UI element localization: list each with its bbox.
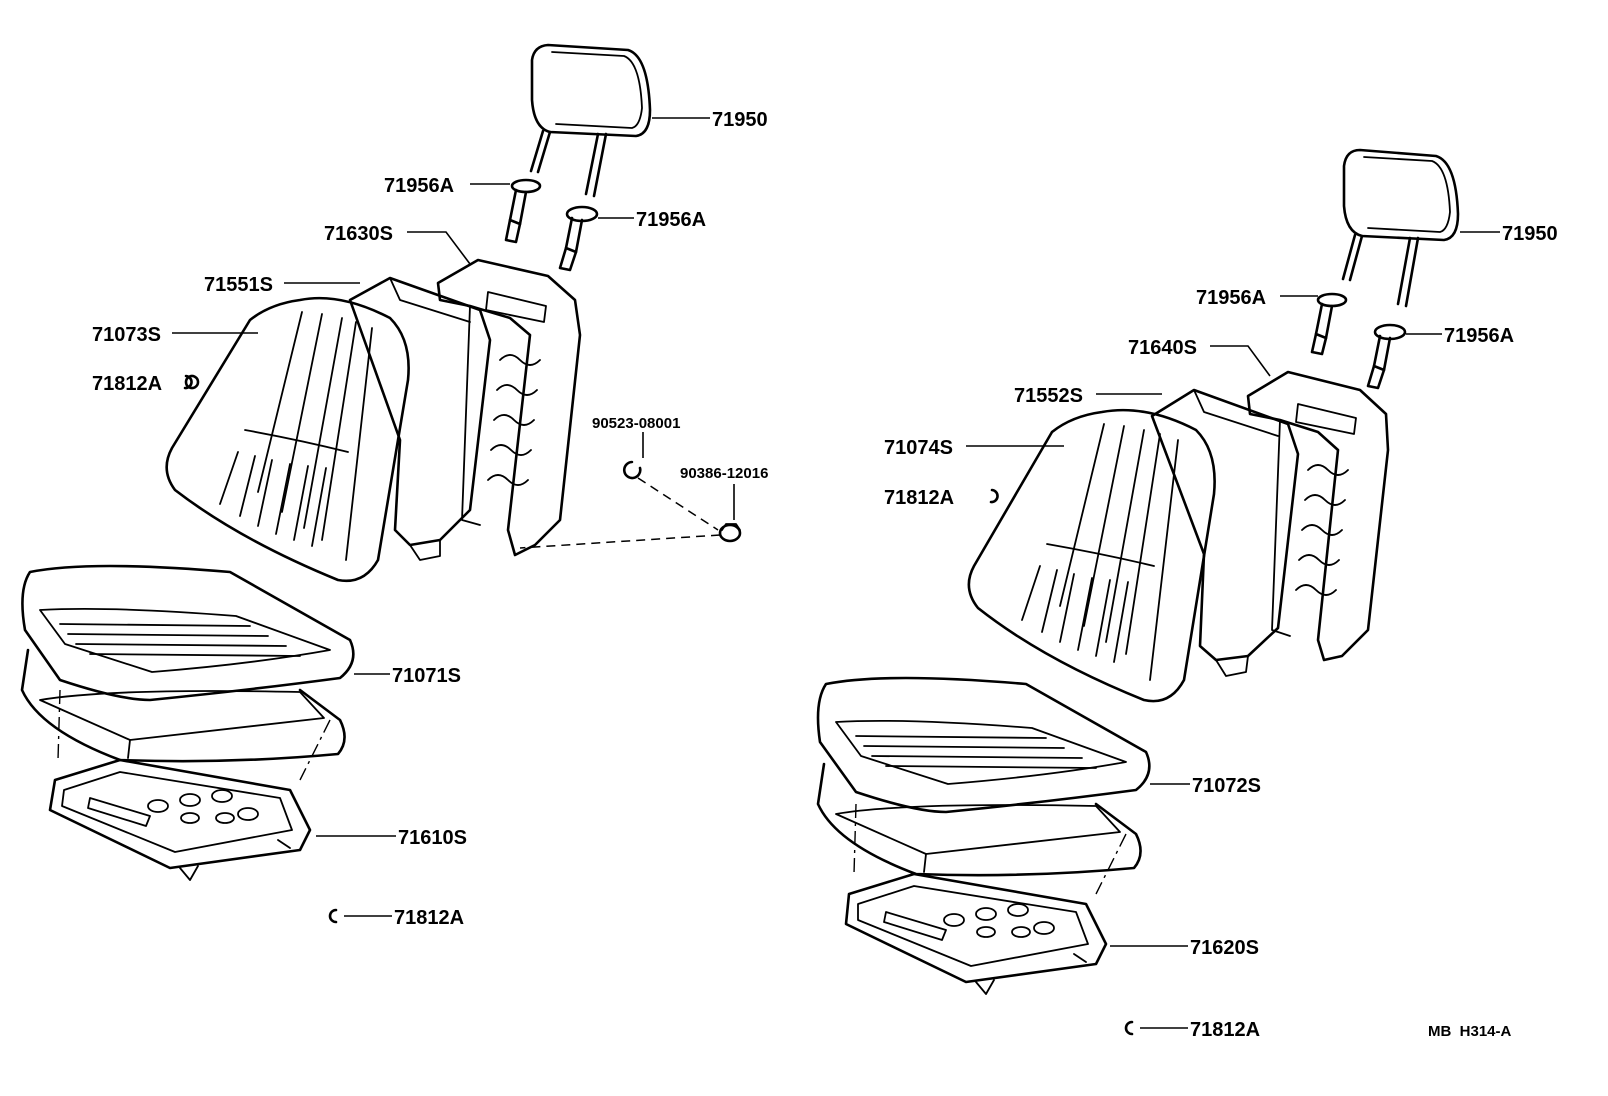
right-cushion-cover [816, 676, 1151, 814]
label-left-support-upper: 71956A [384, 175, 454, 197]
left-clip [622, 460, 642, 480]
diagram-ref-code: MB H314-A [1428, 1023, 1512, 1040]
right-hog-ring-back [989, 488, 999, 504]
label-left-headrest: 71950 [712, 109, 768, 131]
right-cushion-pad [816, 762, 1142, 877]
label-left-cushion-frame: 71610S [398, 827, 467, 849]
label-right-headrest: 71950 [1502, 223, 1558, 245]
label-right-cushion-frame: 71620S [1190, 937, 1259, 959]
right-hog-ring-cushion [1124, 1020, 1134, 1036]
right-cushion-frame [844, 803, 1127, 995]
label-left-back-frame: 71630S [324, 223, 393, 245]
left-headrest-support-b [558, 205, 599, 272]
label-left-hog-ring-cushion: 71812A [394, 907, 464, 929]
label-right-cushion-cover: 71072S [1192, 775, 1261, 797]
label-left-back-cover: 71073S [92, 324, 161, 346]
leader-right-frame [1210, 345, 1271, 377]
label-left-support-lower: 71956A [636, 209, 706, 231]
label-right-back-cover: 71074S [884, 437, 953, 459]
right-seat-assembly [816, 148, 1500, 1036]
label-right-back-pad: 71552S [1014, 385, 1083, 407]
left-headrest-support-a [504, 178, 542, 244]
label-left-clip: 90523-08001 [592, 415, 680, 432]
right-headrest-support-b [1366, 323, 1407, 390]
right-back-frame [1246, 370, 1390, 662]
left-cushion-cover [21, 564, 355, 702]
right-headrest-support-a [1310, 292, 1348, 356]
leader-left-frame [407, 231, 471, 265]
right-back-cover [967, 408, 1216, 703]
left-labels: 71950 71956A 71956A 71630S 71551S 71073S… [92, 109, 768, 929]
right-labels: 71950 71956A 71956A 71640S 71552S 71074S… [884, 223, 1558, 1041]
left-seat-assembly [20, 43, 742, 924]
label-left-back-pad: 71551S [204, 274, 273, 296]
left-back-frame [436, 258, 582, 557]
label-right-hog-ring-back: 71812A [884, 487, 954, 509]
right-headrest [1341, 148, 1460, 308]
left-nut [718, 523, 742, 543]
label-right-back-frame: 71640S [1128, 337, 1197, 359]
left-back-pad [348, 276, 492, 561]
left-hog-ring-cushion [328, 908, 338, 924]
label-right-support-right: 71956A [1444, 325, 1514, 347]
right-back-pad [1150, 388, 1300, 677]
left-cushion-pad [20, 648, 346, 763]
label-right-support-left: 71956A [1196, 287, 1266, 309]
label-left-cushion-cover: 71071S [392, 665, 461, 687]
label-right-hog-ring-cushion: 71812A [1190, 1019, 1260, 1041]
left-back-cover [165, 296, 410, 583]
label-left-hog-ring-back: 71812A [92, 373, 162, 395]
left-cushion-frame [48, 689, 331, 881]
left-headrest [529, 43, 652, 198]
left-hog-ring-back [183, 374, 200, 390]
label-left-nut: 90386-12016 [680, 465, 768, 482]
